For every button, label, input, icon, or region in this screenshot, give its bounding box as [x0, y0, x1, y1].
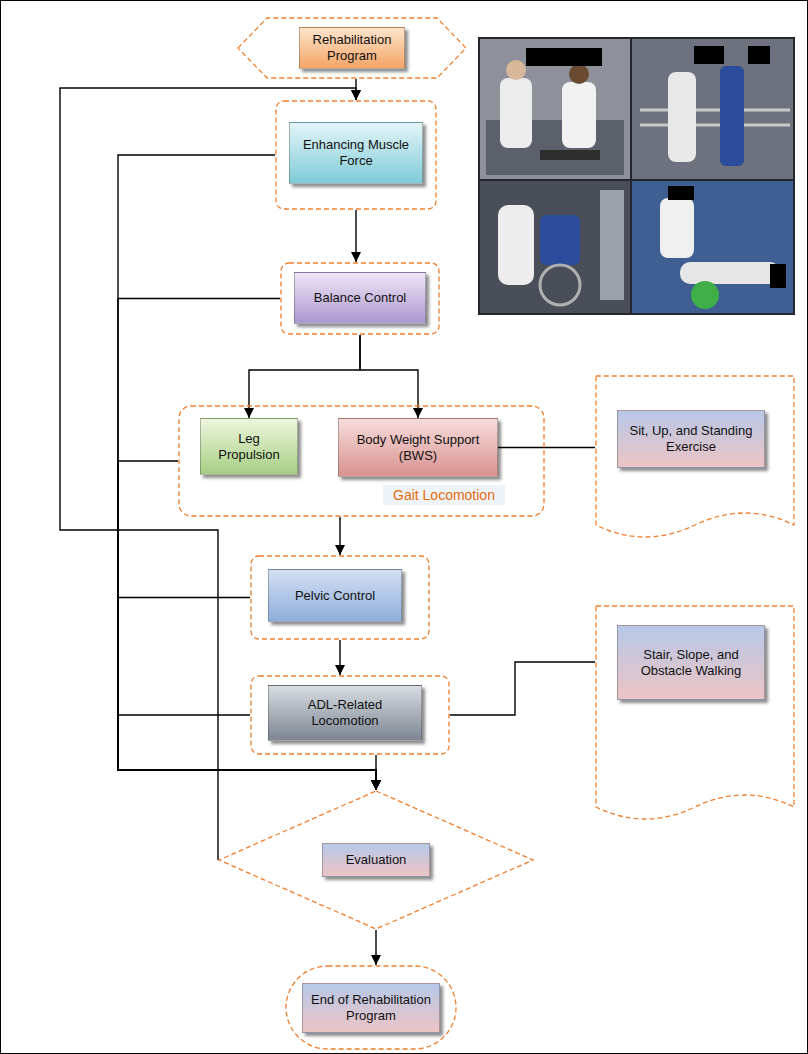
photo-figure: [540, 215, 580, 265]
connector-group: [60, 79, 595, 965]
filled-box: ADL-Related Locomotion: [268, 685, 422, 741]
process-box: Leg Propulsion: [200, 418, 298, 475]
node-text: ADL-Related Locomotion: [275, 697, 415, 729]
dashed-outline-path: [596, 376, 794, 537]
connector-line: [355, 210, 356, 262]
photo-figure: [660, 198, 694, 258]
photo-panel: [632, 181, 793, 313]
photo-shape: [540, 150, 600, 160]
photo-figure: [506, 60, 526, 80]
filled-box: Pelvic Control: [268, 569, 402, 622]
node-text: Leg Propulsion: [207, 431, 291, 463]
node-text: Enhancing Muscle Force: [296, 137, 416, 169]
photo-panel: [632, 39, 793, 179]
photo-shape: [600, 190, 624, 300]
exercise-box: Stair, Slope, and Obstacle Walking: [595, 605, 795, 827]
dashed-outline-path: [238, 18, 466, 78]
node-text: Evaluation: [346, 852, 407, 868]
node-text: End of Rehabilitation Program: [309, 992, 433, 1024]
process-box: Enhancing Muscle Force: [275, 100, 437, 210]
group-label: Gait Locomotion: [383, 485, 505, 505]
dashed-outline-path: [251, 556, 429, 639]
process-box: ADL-Related Locomotion: [250, 675, 450, 755]
node-text: Body Weight Support (BWS): [345, 432, 491, 464]
process-box: Balance Control: [280, 262, 440, 335]
filled-box: Enhancing Muscle Force: [289, 122, 423, 184]
dashed-outline-path: [281, 263, 439, 334]
filled-box: Balance Control: [294, 272, 426, 324]
dashed-outline-path: [276, 101, 436, 209]
photo-ground: [478, 37, 795, 315]
start-terminator: Rehabilitation Program: [237, 17, 467, 79]
redaction-bar: [668, 186, 694, 200]
node-text: Balance Control: [314, 290, 407, 306]
node-text: Pelvic Control: [295, 588, 375, 604]
connector-line: [339, 517, 340, 555]
process-box: Pelvic Control: [250, 555, 430, 640]
dashed-outline-path: [219, 791, 533, 929]
photo-figure: [680, 262, 780, 284]
end-terminator: End of Rehabilitation Program: [285, 965, 457, 1050]
filled-box: Sit, Up, and Standing Exercise: [617, 410, 765, 468]
node-text: Stair, Slope, and Obstacle Walking: [624, 647, 758, 679]
filled-box: End of Rehabilitation Program: [302, 983, 440, 1033]
therapy-photo: [478, 37, 795, 315]
redaction-bar: [770, 264, 786, 288]
filled-box: Stair, Slope, and Obstacle Walking: [617, 625, 765, 700]
photo-figure: [569, 64, 589, 84]
photo-figure: [500, 78, 532, 148]
photo-ball: [691, 281, 719, 309]
photo-figure: [720, 66, 744, 166]
redaction-bar: [694, 46, 724, 64]
connector-line: [375, 930, 376, 965]
filled-box: Evaluation: [322, 843, 430, 877]
exercise-box: Sit, Up, and Standing Exercise: [595, 375, 795, 545]
process-box: Body Weight Support (BWS): [338, 418, 498, 477]
group-box: Gait Locomotion Leg Propulsion Body Weight…: [178, 405, 545, 517]
node-text: Sit, Up, and Standing Exercise: [624, 423, 758, 455]
dashed-outline-path: [596, 606, 794, 819]
photo-wheel: [540, 265, 580, 305]
connector-line: [339, 640, 340, 675]
dashed-outline-path: [286, 966, 456, 1049]
photo-figure: [668, 72, 696, 162]
dashed-outline-path: [179, 406, 544, 516]
node-text: Rehabilitation Program: [306, 32, 398, 64]
filled-box: Rehabilitation Program: [299, 27, 405, 69]
connector-line: [450, 662, 595, 715]
connector-line: [498, 447, 595, 448]
dashed-outline-path: [251, 676, 449, 754]
photo-figure: [498, 205, 534, 285]
redaction-bar: [748, 46, 770, 64]
photo-panel: [480, 181, 630, 313]
photo-panel: [480, 39, 630, 179]
photo-rail: [640, 109, 790, 112]
photo-figure: [562, 82, 596, 148]
decision-diamond: Evaluation: [218, 790, 534, 930]
redaction-bar: [526, 48, 602, 66]
connector-line: [60, 88, 356, 860]
photo-rail: [640, 124, 790, 127]
